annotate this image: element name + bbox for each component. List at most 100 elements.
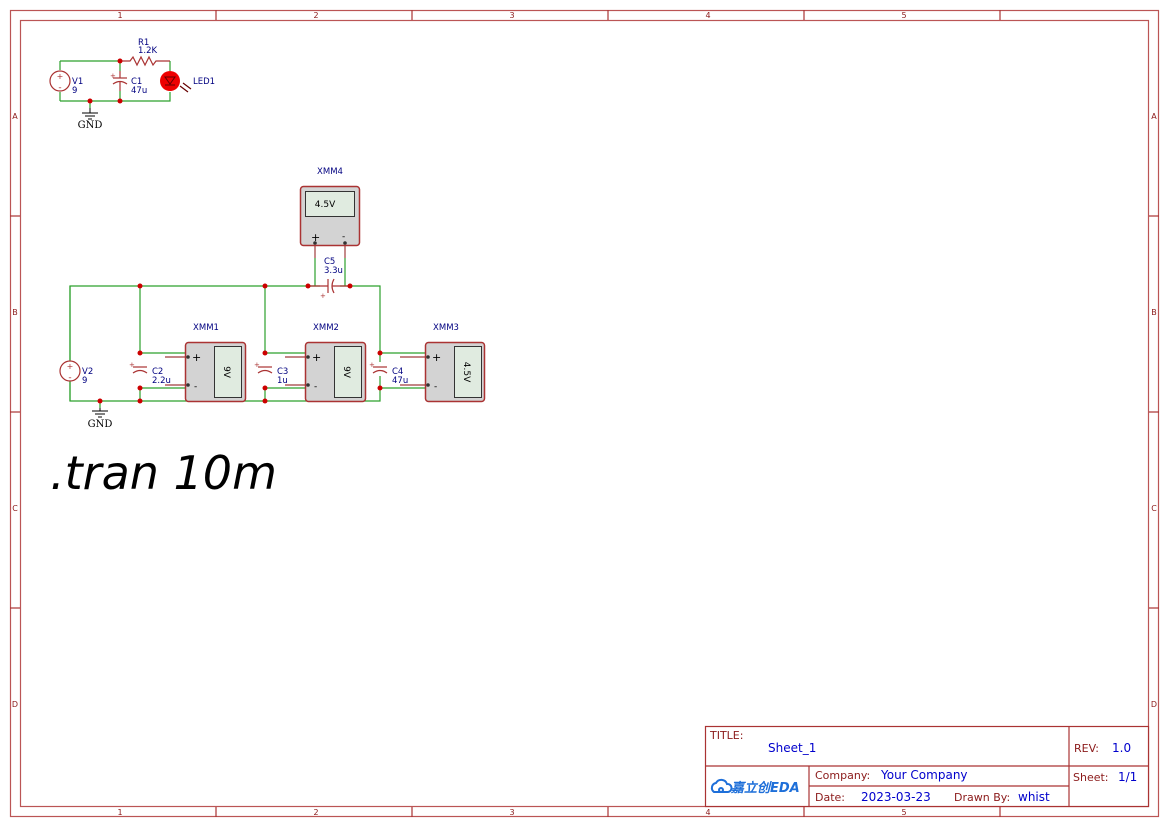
xmm4-ref: XMM4: [317, 167, 343, 177]
company-value[interactable]: Your Company: [880, 768, 968, 782]
drawn-by-value[interactable]: whist: [1018, 790, 1050, 804]
row-label: C: [1151, 504, 1157, 513]
svg-text:+: +: [320, 292, 326, 300]
row-label: B: [12, 308, 18, 317]
meter-reading: 4.5V: [315, 200, 336, 210]
c4-value: 47u: [392, 376, 408, 386]
voltage-source-icon[interactable]: + -: [49, 70, 71, 93]
xmm2-ref: XMM2: [313, 323, 339, 333]
xmm1-ref: XMM1: [193, 323, 219, 333]
col-label: 3: [509, 808, 514, 817]
col-label: 3: [509, 11, 514, 20]
date-label: Date:: [815, 791, 845, 804]
drawn-by-label: Drawn By:: [954, 791, 1010, 804]
logo-text: 嘉立创EDA: [730, 780, 800, 796]
meter-leads: [165, 245, 425, 386]
xmm3-ref: XMM3: [433, 323, 459, 333]
resistor-icon[interactable]: [120, 55, 170, 67]
v1-ref: V1: [72, 77, 83, 87]
meter-reading: 4.5V: [461, 362, 471, 383]
ground-icon: [92, 408, 108, 418]
minus-terminal: -: [194, 382, 197, 392]
voltage-source-icon[interactable]: + -: [59, 360, 81, 383]
v2-ref: V2: [82, 367, 93, 377]
c5-value: 3.3u: [324, 266, 343, 276]
svg-text:+: +: [254, 361, 260, 369]
capacitor-icon[interactable]: +: [369, 361, 388, 376]
svg-text:+: +: [57, 72, 64, 81]
v2-value: 9: [82, 376, 87, 386]
c1-ref: C1: [131, 77, 142, 87]
v1-value: 9: [72, 86, 77, 96]
circuit-2: + - V2 9 GND + C2 2.2u + C3 1u: [59, 167, 486, 430]
led1-ref: LED1: [193, 77, 215, 87]
sheet-frame: [9, 9, 1160, 818]
r1-ref: R1: [138, 38, 149, 48]
wires: [69, 258, 425, 408]
minus-terminal: -: [434, 382, 437, 392]
col-label: 4: [705, 11, 710, 20]
capacitor-icon[interactable]: +: [254, 361, 273, 376]
gnd-label: GND: [78, 120, 103, 131]
gnd-label: GND: [88, 419, 113, 430]
c3-ref: C3: [277, 367, 288, 377]
col-label: 1: [117, 808, 122, 817]
svg-text:+: +: [129, 361, 135, 369]
plus-terminal: +: [192, 351, 201, 364]
capacitor-icon[interactable]: +: [129, 361, 148, 376]
col-label: 2: [313, 11, 318, 20]
multimeter-xmm2[interactable]: 9V + -: [304, 341, 367, 403]
capacitor-icon[interactable]: +: [308, 278, 350, 300]
zone-labels: 1 2 3 4 5 1 2 3 4 5 A B C D A B C D: [12, 11, 1157, 817]
meter-reading: 9V: [341, 366, 351, 379]
spice-directive[interactable]: .tran 10m: [50, 446, 277, 500]
c4-ref: C4: [392, 367, 403, 377]
multimeter-xmm1[interactable]: 9V + -: [184, 341, 247, 403]
sheet-label: Sheet:: [1073, 771, 1109, 784]
svg-text:-: -: [58, 83, 61, 93]
rev-value[interactable]: 1.0: [1112, 741, 1131, 755]
c5-ref: C5: [324, 257, 335, 267]
company-label: Company:: [815, 769, 870, 782]
ground-icon: [82, 108, 98, 120]
col-label: 5: [901, 11, 906, 20]
col-label: 5: [901, 808, 906, 817]
c3-value: 1u: [277, 376, 288, 386]
svg-text:+: +: [110, 72, 116, 80]
c2-ref: C2: [152, 367, 163, 377]
meter-reading: 9V: [221, 366, 231, 379]
row-label: C: [12, 504, 18, 513]
plus-terminal: +: [432, 351, 441, 364]
sheet-value[interactable]: 1/1: [1118, 770, 1137, 784]
junctions: [87, 58, 123, 104]
plus-terminal: +: [311, 231, 320, 244]
minus-terminal: -: [314, 382, 317, 392]
title-block: TITLE: Sheet_1 REV: 1.0 Company: Your Co…: [704, 725, 1150, 808]
wires: [59, 60, 171, 108]
row-label: A: [1151, 112, 1157, 121]
multimeter-xmm4[interactable]: 4.5V + -: [299, 185, 361, 247]
led-icon[interactable]: [160, 71, 192, 93]
row-label: B: [1151, 308, 1157, 317]
date-value[interactable]: 2023-03-23: [861, 790, 931, 804]
rev-label: REV:: [1074, 742, 1099, 755]
title-value[interactable]: Sheet_1: [768, 741, 816, 755]
circuit-1: + - V1 9 R1 1.2K + C1 47u LED1 GND: [49, 38, 215, 131]
col-label: 1: [117, 11, 122, 20]
svg-text:+: +: [369, 361, 375, 369]
c2-value: 2.2u: [152, 376, 171, 386]
col-label: 4: [705, 808, 710, 817]
row-label: D: [12, 700, 18, 709]
junctions: [97, 283, 383, 404]
capacitor-icon[interactable]: +: [110, 71, 128, 91]
svg-text:-: -: [68, 373, 71, 383]
c1-value: 47u: [131, 86, 147, 96]
col-label: 2: [313, 808, 318, 817]
multimeter-xmm3[interactable]: 4.5V + -: [424, 341, 486, 403]
minus-terminal: -: [342, 232, 345, 242]
r1-value: 1.2K: [138, 46, 158, 56]
title-label: TITLE:: [709, 729, 743, 742]
cloud-logo-icon: [710, 778, 733, 793]
plus-terminal: +: [312, 351, 321, 364]
